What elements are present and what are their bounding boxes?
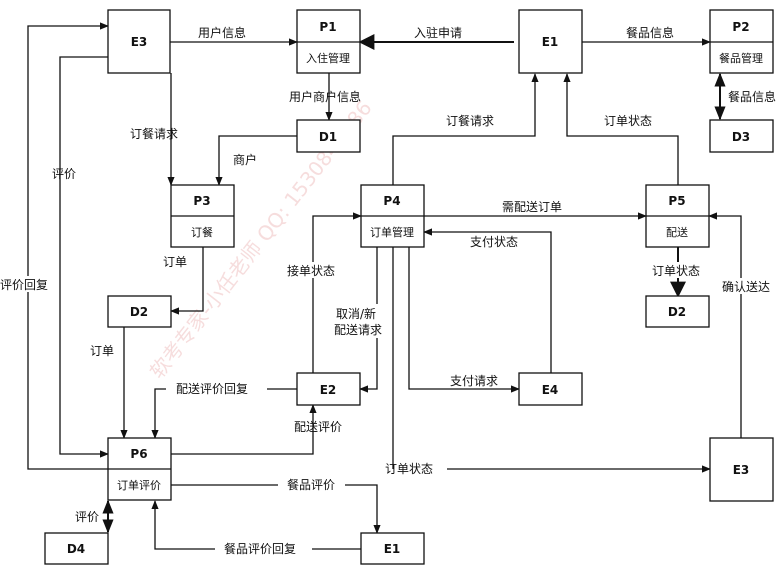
flow-order-status-e3: 订单状态 <box>385 247 710 476</box>
flow-label: 餐品信息 <box>626 25 674 40</box>
flow-label: 配送评价 <box>294 419 342 434</box>
node-id: E1 <box>542 35 559 49</box>
flow-order-status-d2: 订单状态 <box>650 247 706 298</box>
node-id: D4 <box>67 542 85 556</box>
process-p4[interactable]: P4 订单管理 <box>360 184 425 248</box>
flow-review: 评价 <box>52 56 109 458</box>
process-p6[interactable]: P6 订单评价 <box>107 437 172 501</box>
flow-dish-info-store: 餐品信息 <box>714 72 776 121</box>
data-store-d4[interactable]: D4 <box>44 532 109 565</box>
data-store-d3[interactable]: D3 <box>709 119 774 153</box>
flow-checkin-apply: 入驻申请 <box>358 25 514 50</box>
node-name: 订餐 <box>191 225 213 239</box>
flow-label: 评价 <box>52 167 76 181</box>
node-id: P5 <box>668 194 685 208</box>
flow-accept-status: 接单状态 <box>285 212 362 373</box>
external-entity-e3-bottom[interactable]: E3 <box>709 437 774 502</box>
flow-label: 入驻申请 <box>414 25 462 40</box>
flow-label: 用户信息 <box>198 25 246 40</box>
flow-cancel-new-delivery-request: 取消/新 配送请求 <box>334 247 388 393</box>
node-id: P6 <box>130 447 147 461</box>
node-id: P1 <box>319 20 336 34</box>
node-name: 配送 <box>666 225 688 239</box>
flow-order-status-e1: 订单状态 <box>563 73 679 185</box>
flow-dish-review: 餐品评价 <box>171 477 377 533</box>
flow-label: 支付状态 <box>470 235 518 249</box>
node-id: D2 <box>668 305 686 319</box>
flow-label: 用户商户信息 <box>289 89 361 104</box>
node-id: D2 <box>130 305 148 319</box>
process-p5[interactable]: P5 配送 <box>645 184 710 248</box>
data-store-d2-right[interactable]: D2 <box>645 295 710 328</box>
flow-review-store: 评价 <box>75 499 114 534</box>
node-name: 餐品管理 <box>719 51 763 65</box>
external-entity-e1-top[interactable]: E1 <box>518 9 583 74</box>
flow-dish-review-reply: 餐品评价回复 <box>155 501 361 556</box>
flow-label-line-2: 配送请求 <box>334 322 382 337</box>
process-p2[interactable]: P2 餐品管理 <box>709 9 774 74</box>
flow-label: 确认送达 <box>722 279 770 294</box>
flow-label-line-1: 取消/新 <box>336 306 376 321</box>
node-id: E2 <box>320 383 337 397</box>
flow-label: 订单状态 <box>652 264 700 278</box>
flow-order-meal-request-e3: 订餐请求 <box>130 73 178 186</box>
flow-delivery-review-reply: 配送评价回复 <box>155 381 297 438</box>
flow-label: 订餐请求 <box>130 126 178 141</box>
node-name: 订单评价 <box>117 479 161 492</box>
node-id: E1 <box>384 542 401 556</box>
data-store-d2-left[interactable]: D2 <box>107 295 172 328</box>
flow-label: 餐品评价 <box>287 477 335 492</box>
node-name: 订单管理 <box>370 225 414 239</box>
flow-label: 商户 <box>233 152 257 167</box>
node-id: D3 <box>732 130 750 144</box>
data-store-d1[interactable]: D1 <box>296 119 361 153</box>
flow-payment-status: 支付状态 <box>423 228 552 373</box>
flow-label: 需配送订单 <box>502 199 562 214</box>
node-id: P4 <box>383 194 400 208</box>
flow-label: 订单 <box>163 255 187 269</box>
flow-merchant: 商户 <box>215 135 297 186</box>
node-id: P3 <box>193 194 210 208</box>
flow-label: 支付请求 <box>450 374 498 388</box>
node-id: E3 <box>733 463 750 477</box>
flow-user-merchant-info: 用户商户信息 <box>289 73 361 121</box>
flow-label: 配送评价回复 <box>176 381 248 396</box>
node-id: P2 <box>732 20 749 34</box>
flow-need-delivery-order: 需配送订单 <box>424 199 647 220</box>
external-entity-e3-top[interactable]: E3 <box>107 9 171 74</box>
flow-label: 评价回复 <box>0 278 48 292</box>
flow-dish-info: 餐品信息 <box>582 25 711 46</box>
flow-label: 订单 <box>90 344 114 358</box>
flow-confirm-delivered: 确认送达 <box>708 212 780 438</box>
node-id: D1 <box>319 130 337 144</box>
external-entity-e4[interactable]: E4 <box>518 372 583 406</box>
flow-order-meal-request-e1: 订餐请求 <box>392 73 539 185</box>
flow-label: 订单状态 <box>385 462 433 476</box>
flow-review-reply: 评价回复 <box>0 22 109 470</box>
flow-payment-request: 支付请求 <box>408 247 520 393</box>
flow-label: 评价 <box>75 510 99 524</box>
external-entity-e1-bottom[interactable]: E1 <box>360 532 425 565</box>
flow-order-p3-d2: 订单 <box>163 247 204 315</box>
flow-user-info: 用户信息 <box>170 25 298 46</box>
flow-label: 订单状态 <box>604 114 652 128</box>
node-name: 入住管理 <box>306 51 350 65</box>
flow-label: 接单状态 <box>287 263 335 278</box>
node-id: E4 <box>542 383 559 397</box>
flow-label: 订餐请求 <box>446 113 494 128</box>
node-id: E3 <box>131 35 148 49</box>
flow-order-d2-p6: 订单 <box>90 327 128 439</box>
flow-label: 餐品信息 <box>728 89 776 104</box>
process-p1[interactable]: P1 入住管理 <box>296 9 361 74</box>
external-entity-e2[interactable]: E2 <box>296 372 361 406</box>
flow-delivery-review: 配送评价 <box>171 404 342 455</box>
flow-label: 餐品评价回复 <box>224 541 296 556</box>
process-p3[interactable]: P3 订餐 <box>170 184 235 248</box>
